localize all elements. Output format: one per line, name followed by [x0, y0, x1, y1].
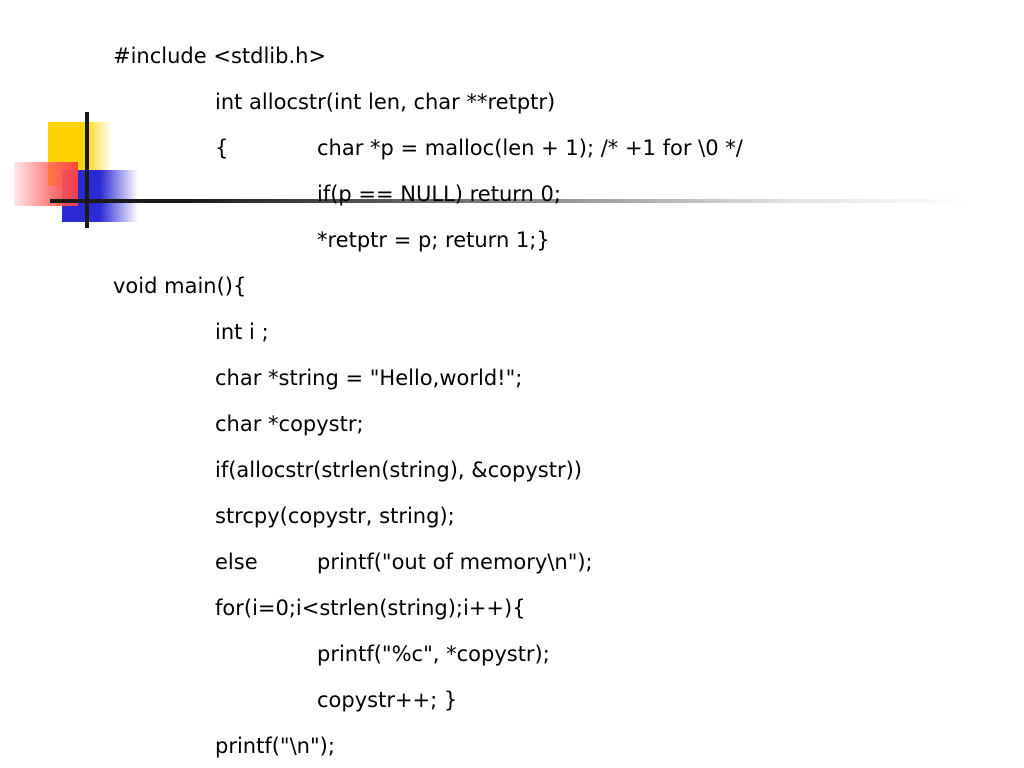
code-line: copystr++; }: [317, 688, 458, 712]
code-line: int i ;: [215, 320, 269, 344]
code-line: {: [215, 136, 229, 160]
red-square-decoration: [14, 162, 78, 206]
slide-logo-decoration: [0, 0, 1024, 240]
code-line: int allocstr(int len, char **retptr): [215, 90, 556, 114]
code-line: printf("\n");: [215, 734, 335, 758]
vertical-rule-decoration: [85, 112, 89, 228]
code-line: printf("%c", *copystr);: [317, 642, 550, 666]
code-line: else: [215, 550, 258, 574]
code-line: strcpy(copystr, string);: [215, 504, 455, 528]
code-line: char *copystr;: [215, 412, 364, 436]
code-line: void main(){: [113, 274, 247, 298]
code-line: for(i=0;i<strlen(string);i++){: [215, 596, 526, 620]
code-line: if(allocstr(strlen(string), &copystr)): [215, 458, 582, 482]
code-line: #include <stdlib.h>: [113, 44, 327, 68]
code-line: if(p == NULL) return 0;: [317, 182, 561, 206]
horizontal-rule-decoration: [50, 199, 970, 203]
code-line: char *p = malloc(len + 1); /* +1 for \0 …: [317, 136, 743, 160]
code-line: *retptr = p; return 1;}: [317, 228, 550, 252]
code-line: printf("out of memory\n");: [317, 550, 593, 574]
code-line: char *string = "Hello,world!";: [215, 366, 523, 390]
